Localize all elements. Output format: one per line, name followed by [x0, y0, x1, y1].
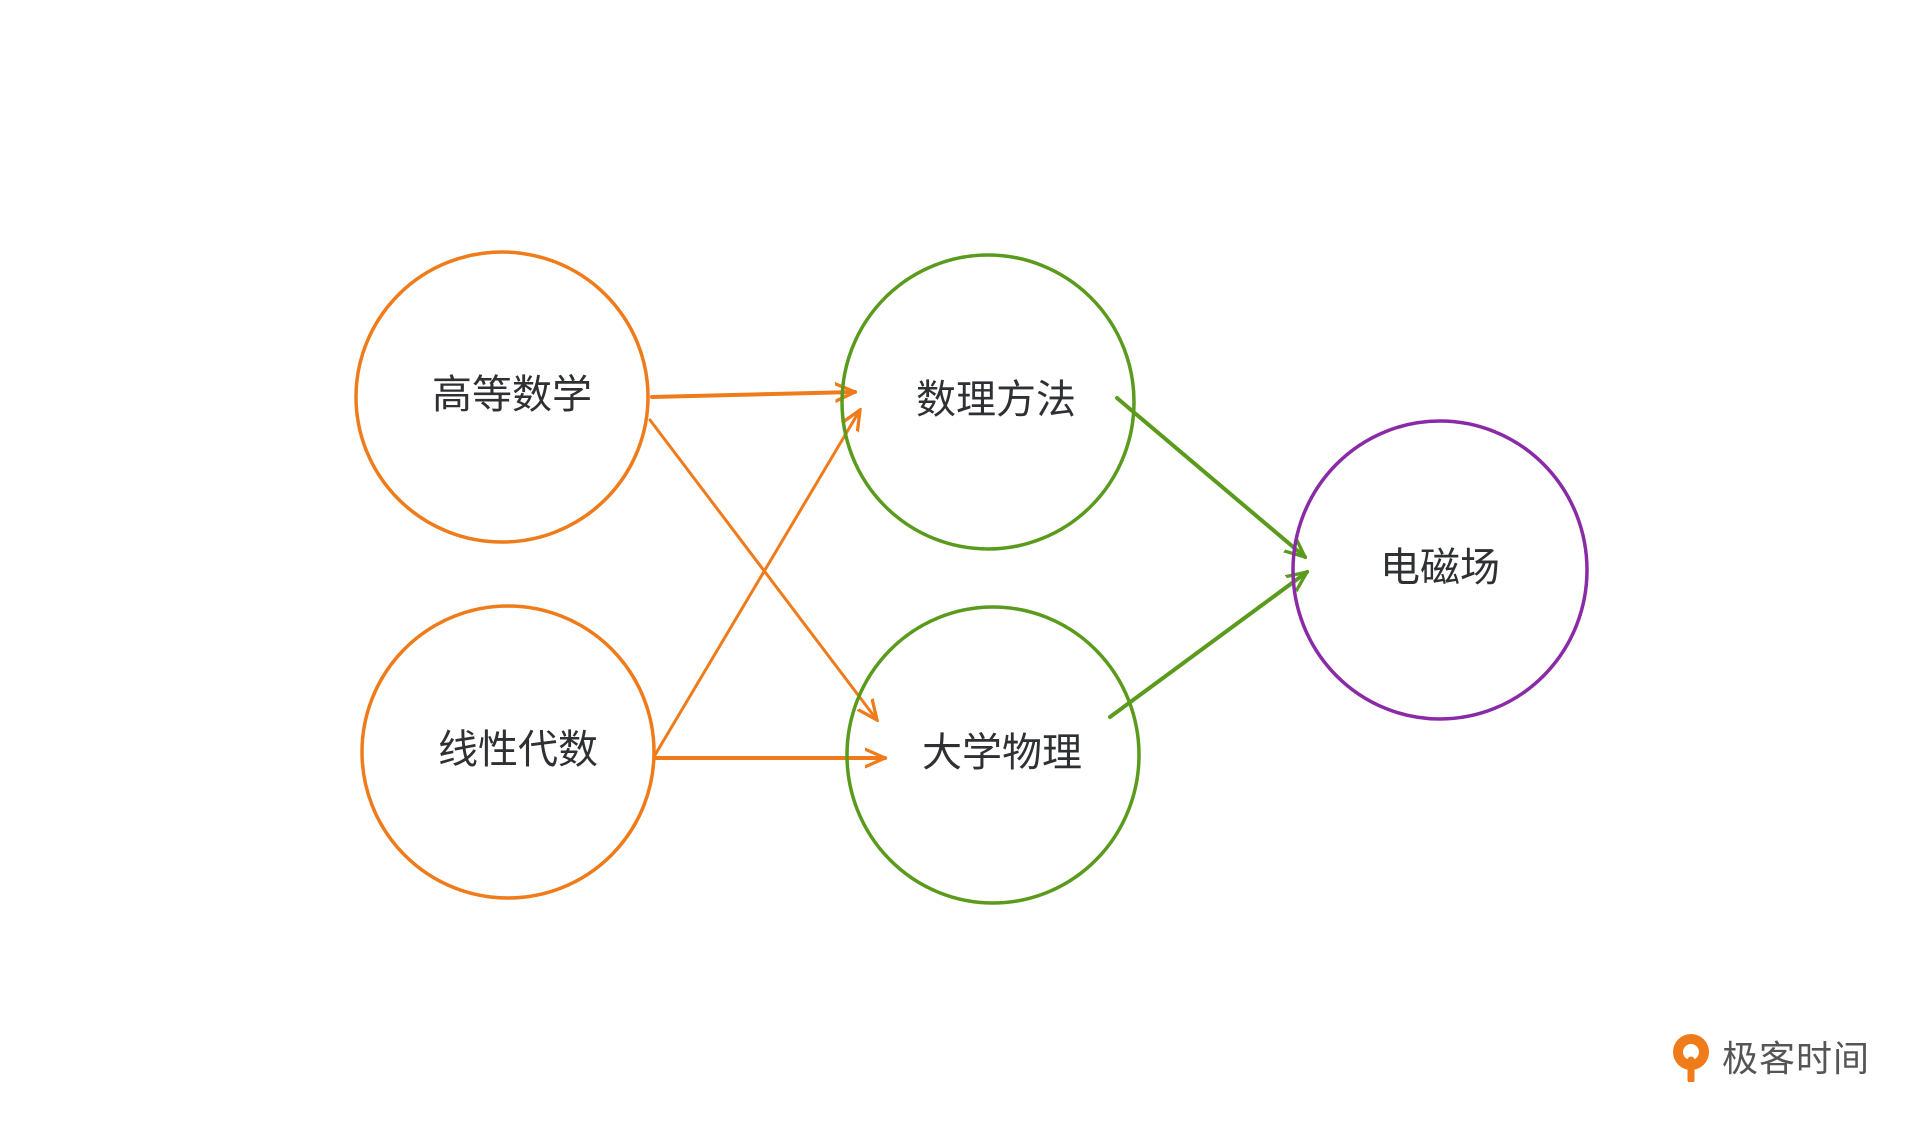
node-electromagnetism: 电磁场: [1291, 419, 1589, 721]
node-label: 电磁场: [1380, 545, 1500, 591]
edge-math-methods-to-electromagnetism: [1115, 396, 1305, 557]
node-label: 线性代数: [438, 727, 598, 773]
node-label: 高等数学: [432, 372, 592, 418]
node-circle: [840, 253, 1136, 551]
node-higher-math: 高等数学: [354, 250, 650, 544]
node-circle: [360, 604, 656, 900]
edge-linear-algebra-to-math-methods: [653, 410, 860, 757]
node-circle: [845, 605, 1141, 905]
geektime-logo-icon: [1673, 1034, 1709, 1082]
edge-higher-math-to-math-methods: [650, 392, 855, 397]
node-label: 大学物理: [922, 730, 1082, 776]
node-math-methods: 数理方法: [840, 253, 1136, 551]
node-linear-algebra: 线性代数: [360, 604, 656, 900]
edges: [648, 392, 1307, 758]
node-label: 数理方法: [916, 377, 1076, 423]
node-circle: [1291, 419, 1589, 721]
edge-college-physics-to-electromagnetism: [1108, 572, 1307, 719]
watermark-text: 极客时间: [1722, 1039, 1871, 1080]
node-college-physics: 大学物理: [845, 605, 1141, 905]
node-circle: [354, 250, 650, 544]
geektime-watermark: 极客时间: [1668, 1030, 1870, 1082]
